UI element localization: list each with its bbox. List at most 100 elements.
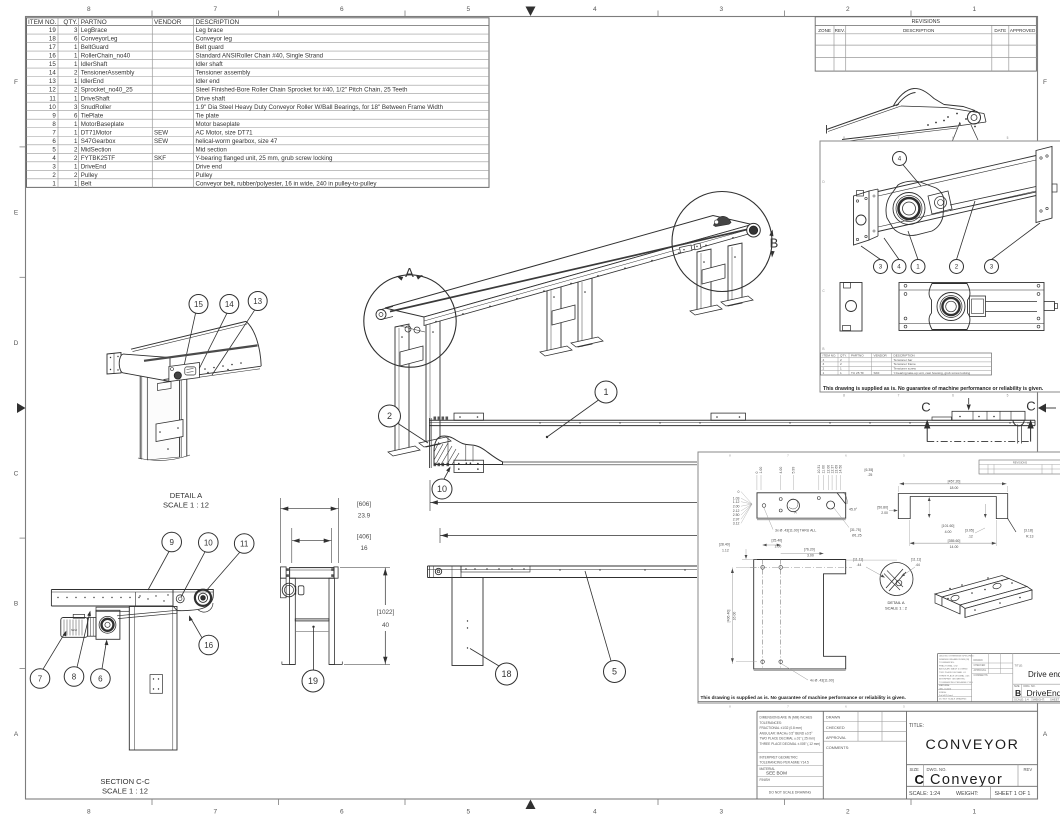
svg-text:DESCRIPTION: DESCRIPTION xyxy=(894,353,915,357)
svg-text:C: C xyxy=(1026,399,1035,414)
svg-text:7: 7 xyxy=(787,705,789,709)
svg-text:3: 3 xyxy=(74,27,78,34)
svg-text:SEW: SEW xyxy=(154,129,168,136)
svg-text:[25.40]: [25.40] xyxy=(772,539,783,543)
svg-text:6: 6 xyxy=(74,36,78,43)
svg-text:3rd b625 hard: 3rd b625 hard xyxy=(939,694,953,697)
svg-text:APPROVED: APPROVED xyxy=(1010,28,1036,33)
svg-text:12: 12 xyxy=(49,87,56,94)
svg-text:RollerChain_no40: RollerChain_no40 xyxy=(81,53,131,60)
svg-text:APPROVAL: APPROVAL xyxy=(974,669,987,672)
svg-text:6: 6 xyxy=(340,6,344,13)
svg-text:3: 3 xyxy=(823,362,825,366)
svg-text:[11.11]: [11.11] xyxy=(853,558,863,562)
svg-text:Conveyor: Conveyor xyxy=(930,772,1003,788)
svg-text:S47Gearbox: S47Gearbox xyxy=(81,138,117,145)
svg-text:PARTNO: PARTNO xyxy=(81,19,107,26)
svg-text:TOLERANCES:: TOLERANCES: xyxy=(760,721,783,725)
svg-text:3: 3 xyxy=(990,264,994,271)
svg-text:BeltGuard: BeltGuard xyxy=(81,44,109,51)
svg-text:WEIGHT:: WEIGHT: xyxy=(956,791,978,797)
svg-text:7: 7 xyxy=(898,394,900,398)
svg-text:SnudRoller: SnudRoller xyxy=(81,104,112,111)
svg-text:DriveShaft: DriveShaft xyxy=(81,95,110,102)
svg-text:2: 2 xyxy=(840,358,842,362)
svg-text:DETAIL A: DETAIL A xyxy=(170,491,203,500)
svg-text:C: C xyxy=(14,470,19,477)
svg-text:SECTION C-C: SECTION C-C xyxy=(100,777,150,786)
svg-text:SCALE 1 : 2: SCALE 1 : 2 xyxy=(885,606,908,611)
svg-text:1: 1 xyxy=(823,371,825,375)
svg-text:DIMENSIONS ARE IN (MM) INCHES: DIMENSIONS ARE IN (MM) INCHES xyxy=(760,716,813,720)
svg-text:12.37: 12.37 xyxy=(830,465,834,474)
svg-text:10: 10 xyxy=(49,104,56,111)
svg-text:6: 6 xyxy=(952,394,954,398)
svg-text:5: 5 xyxy=(466,809,470,816)
svg-text:SEE BOM: SEE BOM xyxy=(766,771,787,776)
svg-text:11.00: 11.00 xyxy=(822,465,826,474)
svg-text:[50.80]: [50.80] xyxy=(877,506,888,510)
svg-text:4x Ø .43[11.00]: 4x Ø .43[11.00] xyxy=(810,679,834,683)
svg-text:SCALE 1 : 12: SCALE 1 : 12 xyxy=(102,787,148,796)
svg-text:4.00: 4.00 xyxy=(945,530,952,534)
svg-text:ANGULAR: MACH 0.5 BEND: ANGULAR: MACH 0.5 BEND xyxy=(939,668,968,671)
svg-text:TWO PLACE DECIMAL .01: TWO PLACE DECIMAL .01 xyxy=(939,671,967,674)
svg-text:[406]: [406] xyxy=(357,534,371,541)
svg-text:[11.11]: [11.11] xyxy=(911,558,921,562)
svg-text:[101.60]: [101.60] xyxy=(942,524,955,528)
svg-text:18.00: 18.00 xyxy=(950,486,959,490)
svg-text:1.12: 1.12 xyxy=(722,549,729,553)
svg-text:Pulley: Pulley xyxy=(81,172,99,179)
svg-text:14: 14 xyxy=(49,70,56,77)
svg-text:9: 9 xyxy=(52,112,56,119)
svg-text:0: 0 xyxy=(755,472,759,474)
svg-text:[406.40]: [406.40] xyxy=(727,610,731,623)
svg-text:16: 16 xyxy=(49,53,56,60)
svg-text:6: 6 xyxy=(845,705,847,709)
svg-text:DIMENSIONS ARE IN MM (IN): DIMENSIONS ARE IN MM (IN) xyxy=(939,658,969,661)
svg-text:ITEM NO.: ITEM NO. xyxy=(823,353,837,357)
svg-text:8: 8 xyxy=(72,672,77,681)
svg-text:TU 25 TF: TU 25 TF xyxy=(851,371,864,375)
svg-text:Sprocket_no40_25: Sprocket_no40_25 xyxy=(81,87,134,94)
svg-text:TITLE:: TITLE: xyxy=(1015,664,1024,668)
svg-text:Motor baseplate: Motor baseplate xyxy=(196,121,241,128)
svg-text:17: 17 xyxy=(49,44,56,51)
svg-text:23.9: 23.9 xyxy=(358,513,371,520)
svg-text:SKF: SKF xyxy=(874,371,880,375)
svg-text:8: 8 xyxy=(52,121,56,128)
svg-text:1.12: 1.12 xyxy=(733,500,740,504)
svg-text:2: 2 xyxy=(840,362,842,366)
svg-text:Y-bearing flanged unit, 25 mm,: Y-bearing flanged unit, 25 mm, grub scre… xyxy=(196,155,334,162)
svg-text:FRACTIONAL ±1/32 (0.8 mm): FRACTIONAL ±1/32 (0.8 mm) xyxy=(760,726,803,730)
svg-text:VENDOR: VENDOR xyxy=(154,19,182,26)
svg-text:TensionerAssembly: TensionerAssembly xyxy=(81,70,136,77)
svg-text:3: 3 xyxy=(74,104,78,111)
svg-text:6: 6 xyxy=(98,674,103,683)
svg-text:3: 3 xyxy=(52,163,56,170)
svg-text:TOLERANCING PER ASME Y14.5: TOLERANCING PER ASME Y14.5 xyxy=(760,760,810,764)
svg-text:10: 10 xyxy=(437,484,447,494)
svg-text:13.69: 13.69 xyxy=(834,465,838,474)
svg-text:3.00: 3.00 xyxy=(807,554,814,558)
svg-text:4: 4 xyxy=(593,6,597,13)
svg-text:FYTBK25TF: FYTBK25TF xyxy=(81,155,116,162)
svg-text:5: 5 xyxy=(612,667,617,677)
svg-text:Tensioner frame: Tensioner frame xyxy=(894,362,916,366)
svg-text:Belt guard: Belt guard xyxy=(196,44,225,51)
svg-text:16: 16 xyxy=(204,641,213,650)
svg-text:SHEET 1: SHEET 1 xyxy=(1050,698,1060,702)
svg-text:2: 2 xyxy=(823,367,825,371)
svg-text:Idler shaft: Idler shaft xyxy=(196,61,223,68)
svg-text:8: 8 xyxy=(843,136,845,140)
svg-text:Tensioner bar: Tensioner bar xyxy=(894,358,913,362)
svg-text:DRAWN: DRAWN xyxy=(826,716,840,720)
svg-text:Pulley: Pulley xyxy=(196,172,214,179)
svg-text:TITLE:: TITLE: xyxy=(909,723,924,729)
svg-text:11: 11 xyxy=(240,539,249,548)
svg-text:SIZE: SIZE xyxy=(910,767,920,772)
svg-text:18: 18 xyxy=(49,36,56,43)
svg-text:1.00: 1.00 xyxy=(759,467,763,474)
svg-text:DT71Motor: DT71Motor xyxy=(81,129,112,136)
svg-text:MidSection: MidSection xyxy=(81,146,112,153)
